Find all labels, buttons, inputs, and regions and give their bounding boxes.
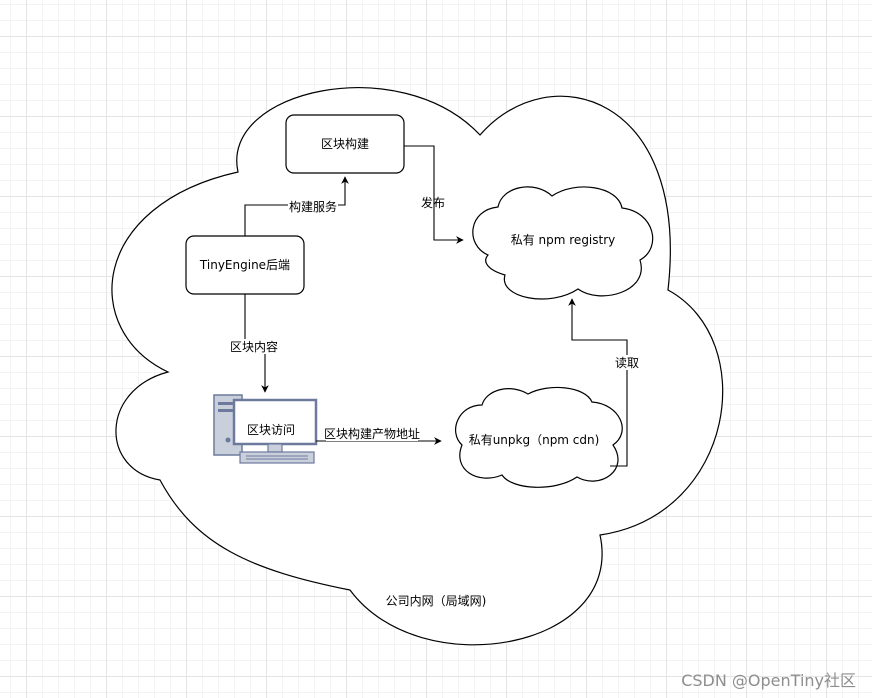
artifact-address-label: 区块构建产物地址 <box>324 426 420 441</box>
edge-publish <box>404 145 464 244</box>
intranet-label: 公司内网（局域网) <box>386 594 487 608</box>
build-service-label: 构建服务 <box>289 199 337 214</box>
watermark-text: CSDN @OpenTiny社区 <box>681 671 856 690</box>
edge-read <box>568 298 628 467</box>
read-label: 读取 <box>615 356 639 370</box>
unpkg-cloud <box>455 386 623 488</box>
block-build-label: 区块构建 <box>321 136 369 151</box>
publish-label: 发布 <box>421 195 445 210</box>
unpkg-cdn-label: 私有unpkg（npm cdn) <box>469 433 600 447</box>
block-access-label: 区块访问 <box>247 423 295 437</box>
npm-registry-label: 私有 npm registry <box>511 233 616 247</box>
computer-icon <box>213 394 318 464</box>
tinyengine-backend-label: TinyEngine后端 <box>199 258 290 272</box>
npm-registry-cloud <box>472 186 654 300</box>
block-build-box <box>285 114 405 174</box>
block-content-label: 区块内容 <box>230 339 278 354</box>
